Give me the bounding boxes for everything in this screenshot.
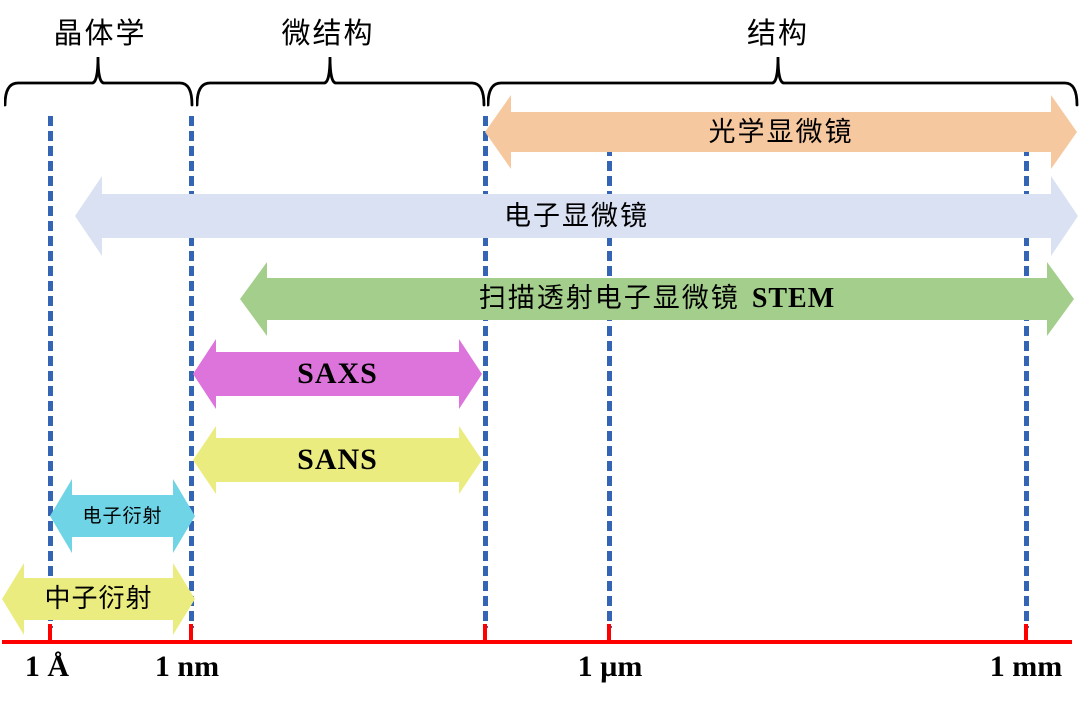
axis-tick-100nm: [483, 624, 487, 644]
arrow-sans: SANS: [193, 426, 482, 494]
dashed-line-100nm: [483, 116, 488, 628]
double-arrow-shape: [193, 339, 482, 409]
axis-tick-1nm: [189, 624, 193, 644]
stem-label-chinese: 扫描透射电子显微镜: [478, 283, 740, 313]
axis-label-1mm: 1 mm: [989, 650, 1063, 683]
arrow-stem: 扫描透射电子显微镜 STEM: [240, 262, 1074, 336]
brace-microstructure: [196, 56, 486, 107]
axis-label-1um: 1 µm: [577, 650, 643, 683]
axis-line: [2, 640, 1072, 644]
region-label-crystallography: 晶体学: [53, 18, 147, 50]
axis-tick-1um: [607, 624, 611, 644]
arrow-label-saxs: SAXS: [297, 357, 378, 390]
axis-label-1nm: 1 nm: [154, 650, 220, 683]
arrow-label-optical-microscope: 光学显微镜: [708, 116, 854, 147]
region-label-microstructure: 微结构: [281, 18, 375, 50]
double-arrow-shape: [75, 176, 1078, 256]
arrow-optical-microscope: 光学显微镜: [485, 95, 1077, 169]
region-label-structure: 结构: [746, 18, 809, 50]
arrow-label-electron-diffraction: 电子衍射: [82, 505, 163, 527]
arrow-label-sans: SANS: [297, 443, 378, 476]
arrow-electron-microscope: 电子显微镜: [75, 176, 1078, 256]
axis-label-1A: 1 Å: [24, 650, 70, 683]
double-arrow-shape: [2, 563, 195, 635]
axis-tick-1mm: [1024, 624, 1028, 644]
arrow-electron-diffraction: 电子衍射: [50, 479, 195, 553]
brace-crystallography: [4, 56, 194, 107]
dashed-line-1um: [607, 116, 612, 628]
dashed-line-1mm: [1024, 116, 1029, 628]
dashed-line-1A: [48, 116, 53, 628]
brace-structure: [487, 56, 1079, 107]
arrow-neutron-diffraction: 中子衍射: [2, 563, 195, 635]
axis-tick-1A: [48, 624, 52, 644]
arrow-saxs: SAXS: [193, 339, 482, 409]
stem-label-latin: STEM: [751, 283, 836, 314]
dashed-line-1nm: [189, 116, 194, 628]
double-arrow-shape: [50, 479, 195, 553]
double-arrow-shape: [240, 262, 1074, 336]
double-arrow-shape: [485, 95, 1077, 169]
arrow-label-stem: 扫描透射电子显微镜 STEM: [479, 285, 835, 313]
double-arrow-shape: [193, 426, 482, 494]
arrow-label-neutron-diffraction: 中子衍射: [44, 584, 153, 613]
arrow-label-electron-microscope: 电子显微镜: [504, 200, 649, 231]
